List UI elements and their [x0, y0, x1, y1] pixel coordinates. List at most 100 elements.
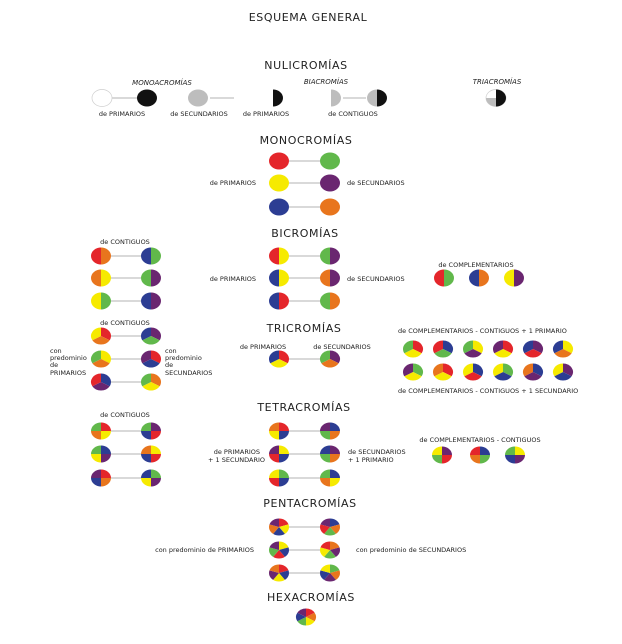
tetra-contiguos-3-left: [91, 469, 111, 487]
label-nul-de-secundarios: de SECUNDARIOS: [170, 110, 228, 118]
section-title-monocromias: MONOCROMÍAS: [259, 134, 353, 147]
label-bia-de-primarios: de PRIMARIOS: [242, 110, 290, 118]
label-mono-de-secundarios: de SECUNDARIOS: [347, 179, 405, 187]
label-tetra-secundarios-0: de SECUNDARIOS: [348, 448, 406, 456]
label-predominio-primarios: con predominio de PRIMARIOS: [155, 546, 254, 554]
bi-contiguos-2-left: [91, 269, 111, 287]
biacromia-contiguos-left: [321, 89, 342, 107]
bi-primsec-2-right: [320, 269, 340, 287]
label-tri-de-secundarios: de SECUNDARIOS: [313, 343, 371, 351]
mono-row-1-left: [269, 152, 289, 170]
hexacromia-disc: [296, 608, 316, 626]
tri-comp-primario-5: [523, 340, 544, 358]
tetra-primsec-2-right: [320, 445, 340, 463]
tetra-contiguos-3-right: [141, 469, 161, 487]
label-tetra-secundarios-1: + 1 PRIMARIO: [348, 456, 394, 464]
label-predominio-primarios-1: predominio: [50, 354, 87, 362]
mono-row-3-right: [320, 198, 340, 216]
bi-primsec-3-left: [269, 292, 289, 310]
section-title-hexacromias: HEXACROMÍAS: [267, 591, 355, 604]
monoacromia-right: [137, 89, 157, 107]
label-bi-de-primarios: de PRIMARIOS: [209, 275, 256, 283]
monoacromia-left: [91, 89, 113, 107]
penta-3-left: [269, 564, 289, 582]
tetra-primsec-2-left: [269, 445, 289, 463]
tetra-primsec-1-right: [320, 422, 340, 440]
tri-comp-primario-3: [463, 340, 484, 358]
mono-row-3-left: [269, 198, 289, 216]
mono-row-1-right: [320, 152, 340, 170]
tri-contiguos-3-left: [91, 373, 112, 391]
tri-contiguos-1-right: [141, 327, 161, 345]
tri-comp-secundario-3: [463, 363, 484, 381]
biacromia-primarios: [263, 89, 283, 107]
bi-contiguos-1-right: [141, 247, 161, 265]
label-bi-de-contiguos: de CONTIGUOS: [100, 238, 150, 246]
tri-comp-primario-6: [553, 340, 574, 358]
penta-2-left: [269, 541, 289, 559]
tri-comp-secundario-1: [403, 363, 424, 381]
label-predominio-primarios-2: de: [50, 361, 59, 369]
label-comp-contiguos-primario: de COMPLEMENTARIOS - CONTIGUOS + 1 PRIMA…: [398, 327, 567, 335]
section-title-tetracromias: TETRACROMÍAS: [257, 401, 351, 414]
label-nul-de-primarios: de PRIMARIOS: [98, 110, 146, 118]
tri-primsec-right: [320, 350, 340, 368]
label-tri-de-contiguos: de CONTIGUOS: [100, 319, 150, 327]
label-predominio-secundarios-1: predominio: [165, 354, 202, 362]
tetra-contiguos-2-right: [141, 445, 161, 463]
label-bi-de-secundarios: de SECUNDARIOS: [347, 275, 405, 283]
label-bi-de-complementarios: de COMPLEMENTARIOS: [438, 261, 514, 269]
label-predominio-secundarios-0: con: [165, 347, 177, 355]
section-title-bicromias: BICROMÍAS: [271, 227, 339, 240]
bi-contiguos-3-left: [91, 292, 111, 310]
label-tetra-primarios-0: de PRIMARIOS: [213, 448, 260, 456]
bi-complementarios-1: [434, 269, 454, 287]
section-title-nulicromias: NULICROMÍAS: [264, 59, 348, 72]
bi-primsec-3-right: [320, 292, 340, 310]
tetra-contiguos-1-right: [141, 422, 161, 440]
bi-contiguos-3-right: [141, 292, 161, 310]
bi-primsec-1-right: [320, 247, 340, 265]
tri-comp-primario-2: [433, 340, 454, 358]
label-bia-de-contiguos: de CONTIGUOS: [328, 110, 378, 118]
tri-comp-secundario-6: [553, 363, 574, 381]
label-tri-de-primarios: de PRIMARIOS: [239, 343, 287, 351]
tetra-contiguos-1-left: [91, 422, 111, 440]
tri-comp-primario-1: [403, 340, 424, 358]
tetra-primsec-1-left: [269, 422, 289, 440]
triacromia-disc: [485, 89, 507, 107]
penta-2-right: [320, 541, 340, 559]
tri-primsec-left: [269, 350, 289, 368]
bi-contiguos-2-right: [141, 269, 161, 287]
tetra-contiguos-2-left: [91, 445, 111, 463]
tetra-comp-3: [505, 446, 525, 464]
label-tetra-primarios-1: + 1 SECUNDARIO: [208, 456, 265, 464]
tri-contiguos-3-right: [141, 373, 161, 391]
label-predominio-primarios-0: con: [50, 347, 62, 355]
tri-contiguos-2-right: [141, 350, 161, 368]
tetra-primsec-3-right: [320, 469, 340, 487]
mono-row-2-right: [320, 174, 340, 192]
subtitle-biacromias: BIACROMÍAS: [303, 78, 349, 86]
penta-1-left: [269, 518, 289, 536]
bi-primsec-2-left: [269, 269, 289, 287]
label-predominio-secundarios: con predominio de SECUNDARIOS: [356, 546, 467, 554]
tri-comp-primario-4: [493, 340, 514, 358]
label-comp-contiguos: de COMPLEMENTARIOS - CONTIGUOS: [419, 436, 541, 444]
label-comp-contiguos-secundario: de COMPLEMENTARIOS - CONTIGUOS + 1 SECUN…: [398, 387, 579, 395]
main-title: ESQUEMA GENERAL: [248, 11, 368, 24]
label-mono-de-primarios: de PRIMARIOS: [209, 179, 256, 187]
bi-contiguos-1-left: [91, 247, 111, 265]
biacromia-contiguos-right: [367, 89, 387, 107]
label-predominio-secundarios-3: SECUNDARIOS: [165, 369, 213, 377]
penta-3-right: [320, 564, 341, 582]
bi-primsec-1-left: [269, 247, 289, 265]
penta-1-right: [320, 518, 340, 536]
tri-comp-secundario-5: [523, 363, 544, 381]
bi-complementarios-3: [504, 269, 524, 287]
tri-contiguos-2-left: [91, 350, 112, 368]
mono-row-2-left: [269, 174, 289, 192]
tri-contiguos-1-left: [91, 327, 112, 345]
